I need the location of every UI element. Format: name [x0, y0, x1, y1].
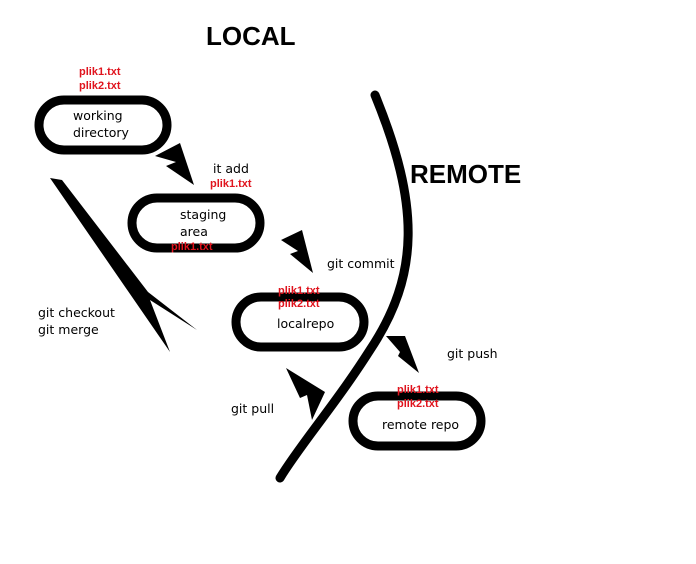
- commit-label: git commit: [327, 256, 395, 271]
- checkout-merge-arrow-icon: [50, 178, 197, 352]
- staging-area-label-1: staging: [180, 207, 226, 222]
- local-title: LOCAL: [206, 21, 296, 51]
- localrepo-node: [231, 292, 369, 352]
- merge-label: git merge: [38, 322, 99, 337]
- working-directory-node: [34, 95, 172, 155]
- checkout-label: git checkout: [38, 305, 115, 320]
- pull-label: git pull: [231, 401, 274, 416]
- add-arrow-icon: [155, 143, 194, 185]
- remote-repo-file-2: plik2.txt: [397, 398, 439, 410]
- add-file: plik1.txt: [210, 178, 252, 190]
- remote-repo-node: [348, 391, 486, 451]
- commit-arrow-icon: [281, 230, 313, 273]
- staging-area-label-2: area: [180, 224, 208, 239]
- staging-area-node: [127, 193, 265, 253]
- localrepo-file-1: plik1.txt: [278, 285, 320, 297]
- remote-repo-file-1: plik1.txt: [397, 384, 439, 396]
- localrepo-label: localrepo: [277, 316, 334, 331]
- staging-area-file-1: plik1.txt: [171, 241, 213, 253]
- push-label: git push: [447, 346, 498, 361]
- working-directory-file-1: plik1.txt: [79, 66, 121, 78]
- local-remote-boundary-line: [275, 90, 413, 483]
- add-label: it add: [213, 161, 249, 176]
- remote-repo-label: remote repo: [382, 417, 459, 432]
- working-directory-label-2: directory: [73, 125, 130, 140]
- working-directory-label-1: working: [73, 108, 123, 123]
- push-arrow-icon: [386, 336, 419, 373]
- working-directory-file-2: plik2.txt: [79, 80, 121, 92]
- remote-title: REMOTE: [410, 159, 521, 189]
- pull-arrow-icon: [286, 368, 325, 420]
- localrepo-file-2: plik2.txt: [278, 298, 320, 310]
